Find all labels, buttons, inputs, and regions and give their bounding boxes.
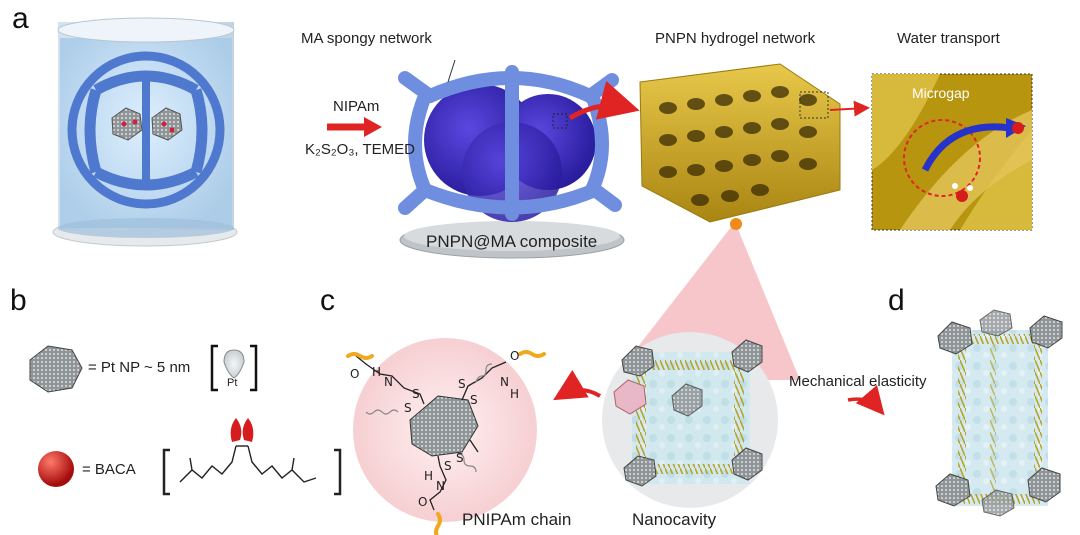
pnpn-ma-composite-graphic bbox=[398, 59, 625, 259]
label-baca: = BACA bbox=[82, 461, 136, 478]
label-ma-spongy-network: MA spongy network bbox=[301, 30, 432, 47]
ma-scaffold-in-beaker bbox=[67, 51, 225, 209]
atom-s-5: S bbox=[444, 459, 452, 473]
label-reagents: K₂S₂O₃, TEMED bbox=[305, 141, 415, 158]
label-pt: Pt bbox=[227, 377, 238, 389]
atom-s-2: S bbox=[412, 387, 420, 401]
label-pnipam-chain: PNIPAm chain bbox=[462, 510, 572, 529]
atom-n-1: N bbox=[384, 375, 393, 389]
panel-label-b: b bbox=[10, 284, 27, 317]
label-pnpn-hydrogel-network: PNPN hydrogel network bbox=[655, 30, 816, 47]
water-transport-inset bbox=[871, 73, 1033, 231]
zoom-arrow-to-hydrogel bbox=[568, 80, 640, 121]
atom-n-3: N bbox=[436, 479, 445, 493]
pt-np-legend-icon bbox=[29, 345, 83, 393]
atom-h-1: H bbox=[372, 365, 381, 379]
atom-o-2: O bbox=[510, 349, 519, 363]
atom-o-3: O bbox=[418, 495, 427, 509]
label-water-transport: Water transport bbox=[897, 30, 1000, 47]
pnpn-hydrogel-lattice bbox=[639, 63, 841, 223]
detail-arrow bbox=[553, 369, 602, 401]
atom-n-2: N bbox=[500, 375, 509, 389]
label-mechanical-elasticity: Mechanical elasticity bbox=[789, 373, 927, 390]
atom-h-3: H bbox=[424, 469, 433, 483]
baca-disulfide-lobes bbox=[230, 418, 254, 442]
atom-s-4: S bbox=[470, 393, 478, 407]
elastic-cube bbox=[935, 309, 1063, 517]
atom-o-1: O bbox=[350, 367, 359, 381]
central-pt-np bbox=[409, 395, 479, 457]
atom-s-6: S bbox=[456, 451, 464, 465]
nanocavity-cube bbox=[613, 339, 763, 487]
atom-h-2: H bbox=[510, 387, 519, 401]
atom-s-1: S bbox=[404, 401, 412, 415]
label-nanocavity: Nanocavity bbox=[632, 510, 717, 529]
panel-label-a: a bbox=[12, 2, 29, 35]
pt-bracket-group bbox=[210, 344, 258, 392]
reaction-arrow bbox=[327, 117, 382, 137]
label-pnpn-ma-composite: PNPN@MA composite bbox=[426, 232, 598, 251]
wavy-chains bbox=[365, 363, 493, 473]
pt-nanoparticles-in-beaker bbox=[111, 107, 183, 141]
molecular-bonds bbox=[355, 355, 507, 511]
label-nipam: NIPAm bbox=[333, 98, 380, 115]
panel-label-c: c bbox=[320, 284, 335, 317]
zoom-arrow-to-water bbox=[829, 100, 870, 117]
baca-structure bbox=[162, 445, 342, 496]
baca-legend-ball bbox=[38, 451, 74, 487]
atom-s-3: S bbox=[458, 377, 466, 391]
panel-label-d: d bbox=[888, 284, 905, 317]
label-pt-np: = Pt NP ~ 5 nm bbox=[88, 359, 191, 376]
label-microgap: Microgap bbox=[912, 85, 970, 101]
elasticity-arrow bbox=[847, 384, 885, 416]
